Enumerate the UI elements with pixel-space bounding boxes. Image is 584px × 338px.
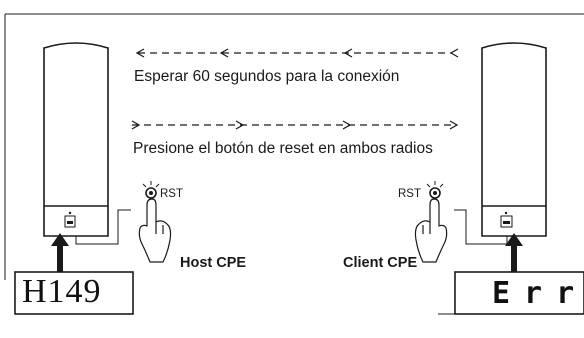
- client-reset-button-icon: [426, 181, 444, 199]
- host-display-box: [14, 271, 134, 315]
- host-cpe-unit: [43, 42, 109, 237]
- wait-caption: Esperar 60 segundos para la conexión: [134, 68, 400, 85]
- host-reset-button-icon: [142, 181, 160, 199]
- host-device-name: Host CPE: [180, 255, 247, 271]
- host-display-text: H149: [22, 273, 102, 310]
- press-caption: Presione el botón de reset en ambos radi…: [133, 140, 433, 157]
- host-up-arrow: [51, 233, 69, 272]
- host-connector-line: [75, 209, 131, 245]
- client-device-name: Client CPE: [343, 255, 418, 271]
- host-hand-icon: [138, 198, 172, 263]
- host-rst-label: RST: [160, 188, 183, 200]
- client-cpe-unit: [481, 42, 547, 237]
- client-hand-icon: [414, 198, 448, 263]
- client-display-box: [454, 271, 584, 315]
- client-connector-line: [454, 209, 508, 245]
- press-arrow: [131, 120, 459, 130]
- wait-arrow: [135, 48, 459, 58]
- client-up-arrow: [505, 233, 523, 272]
- client-rst-label: RST: [398, 188, 421, 200]
- client-display-text: Err: [492, 276, 584, 311]
